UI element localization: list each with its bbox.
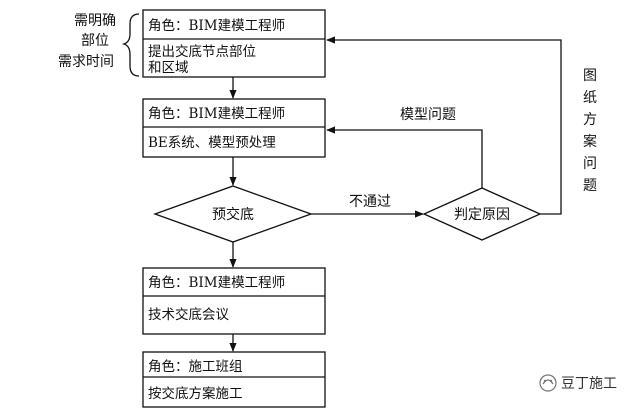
fail-label: 不通过 (349, 194, 391, 210)
box-2-task-line-1: BE系统、模型预处理 (148, 135, 276, 151)
box-3-role: 角色：BIM建模工程师 (148, 274, 285, 291)
judge-cause-label: 判定原因 (454, 207, 510, 223)
pre-briefing-label: 预交底 (212, 206, 254, 223)
box-4-task-line-1: 按交底方案施工 (148, 385, 243, 402)
left-brace (121, 13, 140, 77)
decision-judge-cause: 判定原因 (422, 187, 542, 241)
note-line-3: 需求时间 (58, 54, 114, 70)
decision-pre-briefing: 预交底 (153, 185, 313, 243)
process-box-1: 角色：BIM建模工程师 提出交底节点部位 和区域 (142, 9, 326, 78)
bean-logo-icon (539, 374, 557, 392)
drawing-issue-label: 图纸方案问题 (583, 68, 597, 194)
process-box-3: 角色：BIM建模工程师 技术交底会议 (142, 267, 326, 335)
process-box-4: 角色：施工班组 按交底方案施工 (142, 351, 326, 408)
arrow-model-issue (326, 126, 483, 188)
box-1-task-line-2: 和区域 (148, 60, 189, 76)
note-line-1: 需明确 (74, 13, 116, 29)
arrow-drawing-issue (326, 36, 562, 215)
box-1-task-line-1: 提出交底节点部位 (148, 43, 256, 60)
box-4-role: 角色：施工班组 (148, 358, 243, 375)
model-issue-label: 模型问题 (400, 107, 456, 123)
box-2-role: 角色：BIM建模工程师 (148, 105, 285, 122)
note-line-2: 部位 (81, 33, 109, 49)
box-3-task-line-1: 技术交底会议 (148, 306, 229, 323)
watermark: 豆丁施工 (539, 374, 617, 392)
process-box-2: 角色：BIM建模工程师 BE系统、模型预处理 (142, 98, 326, 158)
box-1-role: 角色：BIM建模工程师 (148, 17, 285, 34)
watermark-text: 豆丁施工 (561, 376, 617, 392)
